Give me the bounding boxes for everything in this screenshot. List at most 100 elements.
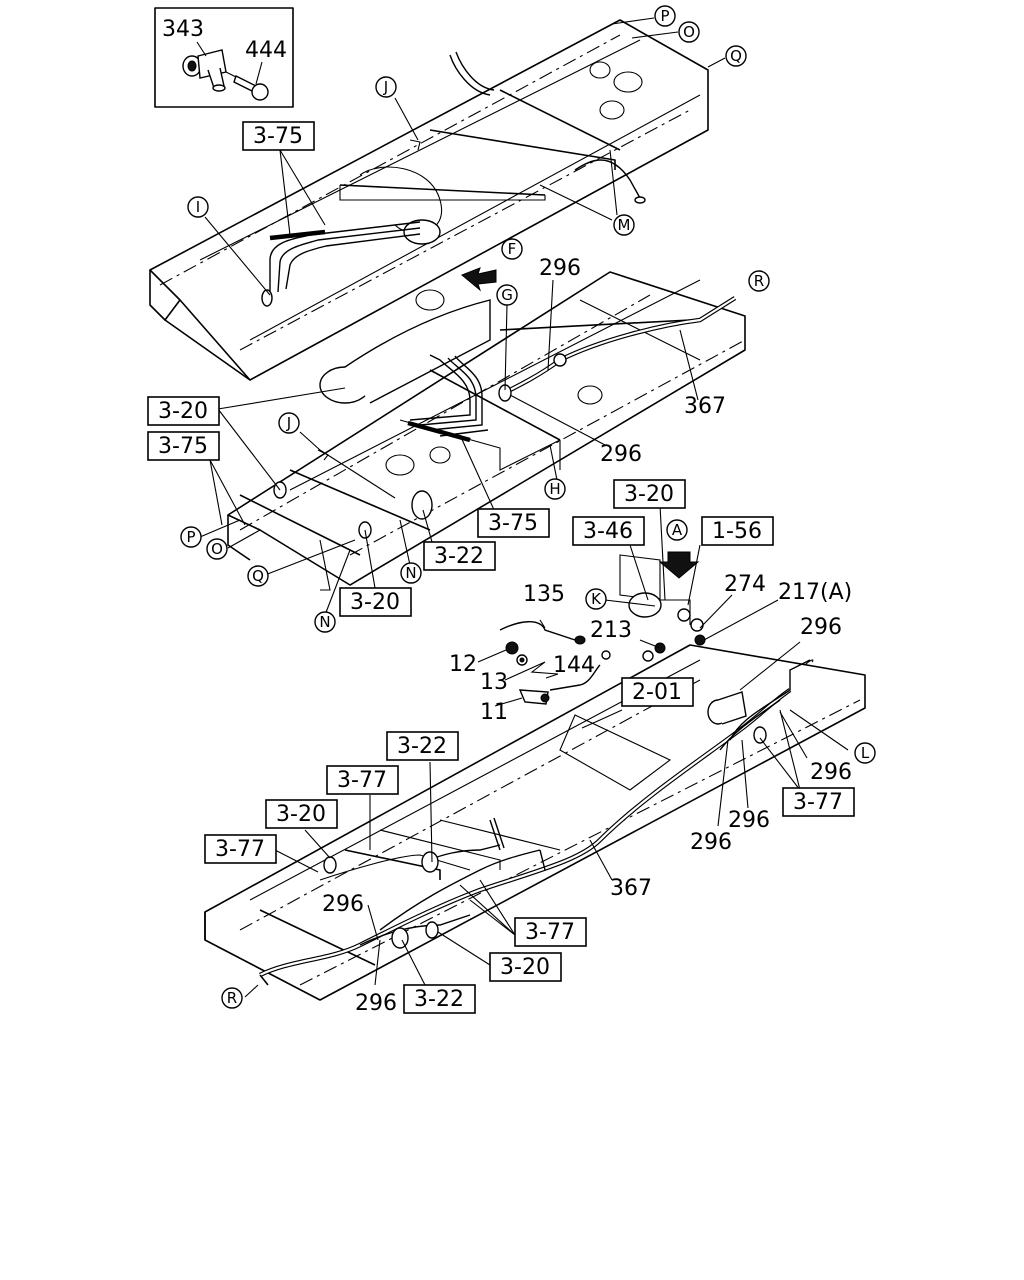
part-number-7: 296 <box>800 615 842 640</box>
ref-box-16: 3-77 <box>514 917 587 947</box>
svg-text:P: P <box>186 528 195 546</box>
svg-text:A: A <box>672 521 683 539</box>
marker-15: N <box>400 562 422 584</box>
leader-lines <box>199 97 849 998</box>
front-direction-arrow <box>461 267 497 292</box>
marker-2: O <box>631 21 700 43</box>
ref-box-2: 3-20 <box>147 396 220 426</box>
marker-14: Q <box>247 565 269 587</box>
part-label-343: 343 <box>162 17 204 42</box>
ref-label-2: 3-20 <box>158 399 208 424</box>
marker-5: I <box>187 196 209 218</box>
filter-assembly <box>619 554 706 662</box>
marker-6: M <box>613 214 635 236</box>
ref-box-15: 3-77 <box>782 787 855 817</box>
marker-1: P <box>611 5 676 27</box>
svg-text:N: N <box>405 564 416 582</box>
marker-7: F <box>501 238 523 260</box>
marker-11: H <box>544 478 566 500</box>
ref-box-3: 3-75 <box>147 431 220 461</box>
reference-boxes: 3-75 3-20 3-75 3-75 3-22 3-20 3-20 3-46 … <box>147 121 855 1014</box>
part-number-6: 217(A) <box>778 580 852 605</box>
ref-label-13: 3-20 <box>276 802 326 827</box>
svg-text:J: J <box>286 414 291 432</box>
marker-4: J <box>375 76 397 98</box>
marker-9: R <box>748 270 770 292</box>
marker-17: A <box>666 519 688 541</box>
ref-label-15: 3-77 <box>793 790 843 815</box>
ref-label-14: 3-77 <box>215 837 265 862</box>
part-number-8: 213 <box>590 618 632 643</box>
svg-text:I: I <box>196 198 200 216</box>
ref-label-10: 2-01 <box>632 680 682 705</box>
part-number-16: 367 <box>610 876 652 901</box>
ref-box-14: 3-77 <box>204 834 277 864</box>
svg-text:K: K <box>591 590 602 608</box>
part-number-18: 296 <box>355 991 397 1016</box>
ref-box-1: 3-75 <box>242 121 315 151</box>
part-number-4: 135 <box>523 582 565 607</box>
svg-text:R: R <box>754 272 764 290</box>
frame-section-top <box>149 19 709 381</box>
svg-text:J: J <box>383 78 388 96</box>
svg-text:R: R <box>227 989 237 1007</box>
svg-text:Q: Q <box>252 567 264 585</box>
ref-box-6: 3-20 <box>339 587 412 617</box>
svg-text:M: M <box>618 216 631 234</box>
part-number-11: 144 <box>553 653 595 678</box>
marker-12: P <box>180 526 202 548</box>
ref-label-3: 3-75 <box>158 434 208 459</box>
bolt-444 <box>225 61 269 101</box>
svg-text:H: H <box>549 480 560 498</box>
ref-label-11: 3-22 <box>397 734 447 759</box>
part-numbers: 296 367 296 135 274 217(A) 296 213 12 13… <box>322 256 852 1016</box>
part-number-9: 12 <box>449 652 477 677</box>
ref-label-6: 3-20 <box>350 590 400 615</box>
ref-label-7: 3-20 <box>624 482 674 507</box>
ref-box-13: 3-20 <box>265 799 338 829</box>
ref-label-9: 1-56 <box>712 519 762 544</box>
svg-text:N: N <box>319 613 330 631</box>
part-label-444: 444 <box>245 38 287 63</box>
part-number-2: 367 <box>684 394 726 419</box>
ref-box-11: 3-22 <box>386 731 459 761</box>
part-number-15: 296 <box>690 830 732 855</box>
ref-label-12: 3-77 <box>337 768 387 793</box>
ref-label-18: 3-22 <box>414 987 464 1012</box>
svg-text:P: P <box>660 7 669 25</box>
ref-box-9: 1-56 <box>701 516 774 546</box>
svg-text:G: G <box>501 286 513 304</box>
circled-markers: P O Q J I M F G R J H P O Q N N A K L R <box>180 5 876 1009</box>
part-number-12: 11 <box>480 700 508 725</box>
ref-label-8: 3-46 <box>583 519 633 544</box>
part-number-1: 296 <box>539 256 581 281</box>
ref-label-1: 3-75 <box>253 124 303 149</box>
marker-18: K <box>585 588 607 610</box>
svg-text:L: L <box>861 744 870 762</box>
tee-fitting-343 <box>182 49 227 92</box>
ref-box-8: 3-46 <box>572 516 645 546</box>
svg-text:O: O <box>683 23 695 41</box>
part-number-13: 296 <box>810 760 852 785</box>
svg-text:O: O <box>211 540 223 558</box>
marker-19: L <box>854 742 876 764</box>
ref-label-5: 3-22 <box>434 544 484 569</box>
banjo-parts <box>499 621 611 705</box>
marker-16: N <box>314 611 336 633</box>
svg-text:Q: Q <box>730 47 742 65</box>
ref-label-4: 3-75 <box>488 511 538 536</box>
marker-8: G <box>496 284 518 306</box>
ref-box-5: 3-22 <box>423 541 496 571</box>
part-number-14: 296 <box>728 808 770 833</box>
ref-box-7: 3-20 <box>613 479 686 509</box>
inset-detail: 343 444 <box>154 7 294 108</box>
marker-10: J <box>278 412 300 434</box>
ref-box-10: 2-01 <box>621 677 694 707</box>
view-a-arrow <box>658 551 700 579</box>
marker-3: Q <box>707 45 747 68</box>
ref-box-4: 3-75 <box>477 508 550 538</box>
part-number-5: 274 <box>724 572 766 597</box>
ref-box-18: 3-22 <box>403 984 476 1014</box>
ref-label-16: 3-77 <box>525 920 575 945</box>
